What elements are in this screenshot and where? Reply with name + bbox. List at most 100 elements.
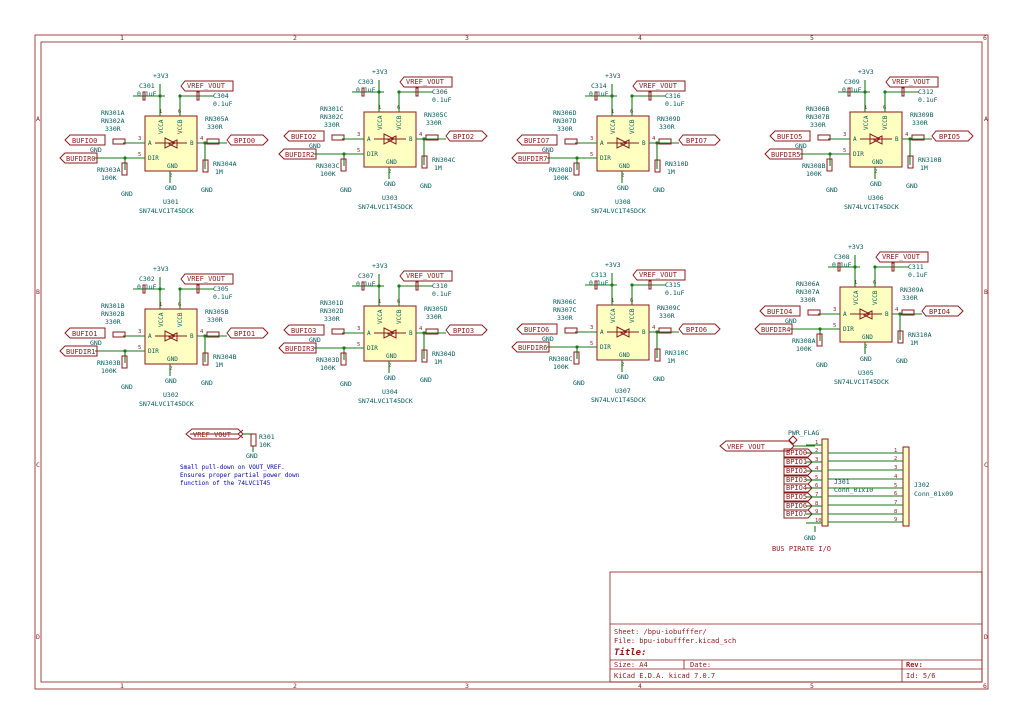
pd-gnd: GND <box>201 186 213 194</box>
resistor-a <box>564 138 578 145</box>
junction <box>203 334 207 338</box>
pin-number-3: 3 <box>138 329 141 335</box>
zone-col-top: 1 <box>120 34 124 42</box>
vref-vout-label: VREF_VOUT <box>406 272 445 280</box>
ic-gnd: GND <box>870 180 882 188</box>
capacitor-a <box>142 91 146 101</box>
rn-b-value: 330R <box>659 123 675 131</box>
zone-col-top: 5 <box>810 34 814 42</box>
pd-resistor <box>202 352 209 366</box>
ic-ref: U305 <box>858 369 874 377</box>
power-3v3-label: +3V3 <box>605 261 621 269</box>
ic-value: SN74LVC1T45DCK <box>591 207 646 215</box>
cap-b-value: 0.1uF <box>213 293 233 301</box>
pin-name-vccb: VCCB <box>629 119 636 134</box>
bufio-label: BUFIO6 <box>524 326 549 334</box>
rn-a2-ref: RN307C <box>553 306 577 314</box>
bufio-flag <box>516 134 558 146</box>
r301-gnd: GND <box>246 452 258 460</box>
capacitor-b <box>415 87 419 97</box>
junction <box>655 141 659 145</box>
resistor-b <box>206 138 220 145</box>
bufdir-flag <box>764 148 803 160</box>
power-wire <box>378 286 400 306</box>
resistor-a <box>331 134 345 141</box>
connector-bpio-label: BPIO3 <box>786 476 807 484</box>
j302-pin-number: 6 <box>894 491 897 497</box>
vref-vout-label: VREF_VOUT <box>639 82 678 90</box>
rn-a-ref: RN306D <box>553 109 577 117</box>
dir-resistor <box>121 355 128 369</box>
capacitor-b <box>196 284 200 294</box>
zone-row-left: A <box>36 115 40 123</box>
junction <box>123 349 127 353</box>
j301-pin-number: 4 <box>815 466 819 472</box>
junction <box>883 90 887 94</box>
resistor-b <box>901 309 915 316</box>
power-wire <box>864 92 886 112</box>
bpio-label: BPIO6 <box>686 326 707 334</box>
rn-pd-ref: RN304C <box>432 156 456 164</box>
ic-value: SN74LVC1T45DCK <box>591 396 646 404</box>
buffer-symbol <box>619 139 630 149</box>
r301-resistor <box>250 433 257 447</box>
dir-resistor <box>573 351 580 365</box>
bufio-flag <box>516 323 558 335</box>
a-side-wire <box>790 313 840 330</box>
pin-name-vccb: VCCB <box>882 115 889 130</box>
j301-pin-number: 2 <box>815 448 818 454</box>
rn-b-value: 330R <box>659 312 675 320</box>
a-side-wire <box>547 331 597 348</box>
pin-name-vcca: VCCA <box>377 115 384 130</box>
pin-name-b: B <box>409 136 413 143</box>
bpio-flag <box>678 323 721 335</box>
sheet-name: Sheet: /bpu-iobufffer/ <box>614 628 707 636</box>
junction <box>630 283 634 287</box>
junction <box>898 312 902 316</box>
pin-name-gnd: GND <box>619 163 630 170</box>
pin-name-b: B <box>409 330 413 337</box>
pin-number-4: 4 <box>895 307 899 313</box>
resistor-a <box>112 138 126 145</box>
dir-gnd: GND <box>573 379 585 387</box>
pin-number-5: 5 <box>138 152 141 158</box>
ic-gnd: GND <box>617 184 629 192</box>
ic-value: SN74LVC1T45DCK <box>139 207 194 215</box>
bpio-label: BPIO4 <box>929 308 950 316</box>
cap-b-ref: C310 <box>432 282 448 290</box>
pin-name-a: A <box>843 311 847 318</box>
pin-number-5: 5 <box>357 342 360 348</box>
pin-number-3: 3 <box>138 136 141 142</box>
bufio-label: BUFIO3 <box>291 327 316 335</box>
vref-vout-label: VREF_VOUT <box>882 253 921 261</box>
rn-a-ref: RN306B <box>806 105 830 113</box>
power-3v3-label: +3V3 <box>858 68 874 76</box>
vref-vout-label: VREF_VOUT <box>406 78 445 86</box>
capacitor-a <box>594 280 598 290</box>
bufio-flag <box>283 130 325 142</box>
capacitor-a <box>361 281 365 291</box>
zone-col-bottom: 4 <box>638 682 642 690</box>
zone-row-right: B <box>984 288 988 296</box>
ic-gnd: GND <box>384 180 396 188</box>
pin-name-gnd: GND <box>167 356 178 363</box>
j301-value: Conn_01x10 <box>834 486 873 494</box>
pin-name-b: B <box>895 136 899 143</box>
zone-row-right: D <box>984 633 988 641</box>
pin-number-3: 3 <box>590 136 593 142</box>
vref-vout-flag <box>180 273 234 285</box>
zone-row-left: C <box>36 461 40 469</box>
j301-pin-number: 5 <box>815 475 818 481</box>
pin-number-1: 1 <box>378 299 381 305</box>
rn-pd-ref: RN310D <box>665 160 689 168</box>
pin-name-gnd: GND <box>167 163 178 170</box>
zone-col-top: 2 <box>293 34 297 42</box>
cap-b-ref: C315 <box>665 281 681 289</box>
resistor-b <box>658 138 672 145</box>
cap-a-value: 0.1uF <box>832 261 852 269</box>
power-3v3-label: +3V3 <box>848 243 864 251</box>
pd-gnd: GND <box>420 182 432 190</box>
dir-resistor <box>826 158 833 172</box>
